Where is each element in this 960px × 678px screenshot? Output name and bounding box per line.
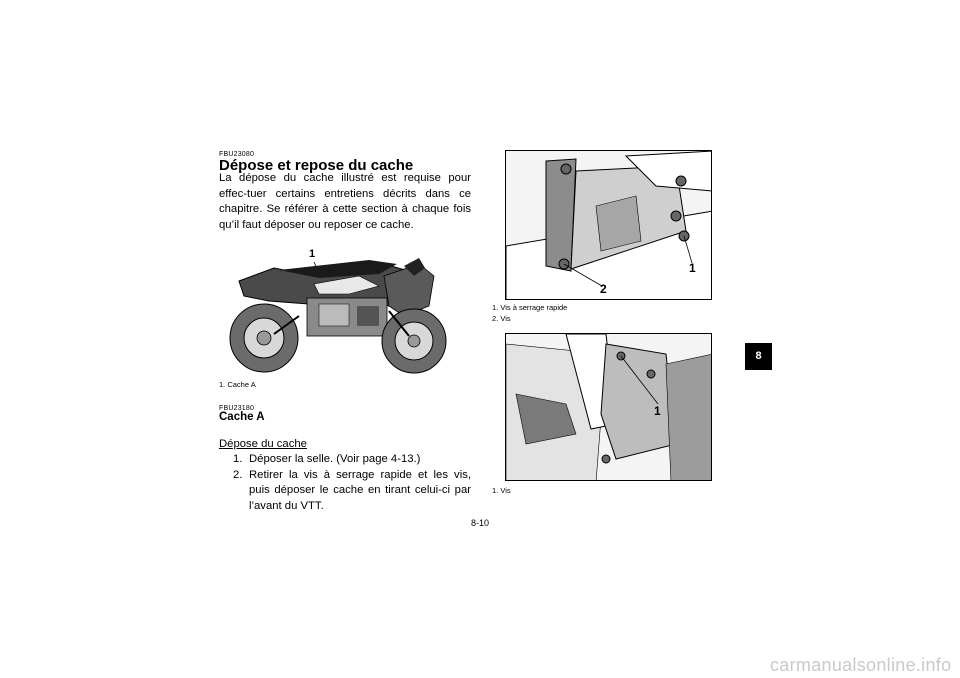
page-number: 8-10 (471, 518, 490, 528)
procedure-steps: 1. Déposer la selle. (Voir page 4-13.) 2.… (219, 452, 471, 514)
reference-code: FBU23080 (219, 151, 255, 158)
section-title: Dépose et repose du cache (219, 157, 414, 174)
cover-screws-photo: 1 2 (505, 150, 712, 300)
figure-caption: 1. Vis (492, 486, 511, 495)
watermark: carmanualsonline.info (770, 655, 952, 675)
atv-illustration: 1 (219, 246, 471, 376)
subsection-title: Cache A (219, 411, 265, 423)
reference-code: FBU23180 (219, 405, 255, 412)
callout-number: 1 (654, 404, 661, 418)
step-number: 1. (233, 453, 243, 465)
figure-caption: 1. Vis à serrage rapide (492, 303, 568, 312)
step-text: Retirer la vis à serrage rapide et les v… (249, 468, 471, 512)
callout-number: 1 (689, 261, 696, 275)
procedure-heading: Dépose du cache (219, 438, 307, 450)
list-item: 2. Retirer la vis à serrage rapide et les… (219, 468, 471, 515)
list-item: 1. Déposer la selle. (Voir page 4-13.) (219, 452, 471, 468)
callout-number: 1 (309, 248, 316, 260)
chapter-tab: 8 (745, 343, 772, 370)
callout-number: 2 (600, 282, 607, 296)
step-number: 2. (233, 468, 243, 481)
step-text: Déposer la selle. (Voir page 4-13.) (249, 453, 421, 465)
intro-paragraph: La dépose du cache illustré est requise … (219, 172, 471, 231)
figure-caption: 2. Vis (492, 314, 511, 323)
figure-caption: 1. Cache A (219, 380, 256, 389)
screw-detail-photo: 1 (505, 333, 712, 481)
